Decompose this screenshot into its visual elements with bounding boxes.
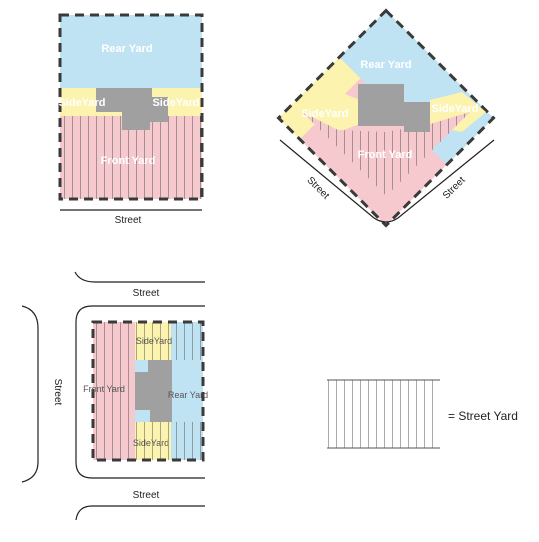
d2-street-line [279, 139, 495, 223]
diagram-3: Street Street Street Front Yard SideYard… [21, 271, 208, 521]
d2-house [358, 84, 430, 132]
d3-side-bottom-label: SideYard [133, 438, 169, 448]
legend-label: = Street Yard [448, 409, 518, 423]
d3-rear-top-hatch [171, 322, 203, 360]
d2-lot-boundary [276, 8, 496, 228]
d3-front-label: Front Yard [83, 384, 125, 394]
d3-rear-label: Rear Yard [168, 390, 208, 400]
d3-street-bottom-label: Street [133, 490, 160, 501]
d3-street-top-line [74, 271, 205, 283]
d3-street-inner-line [75, 305, 205, 479]
d3-lot-boundary [91, 320, 205, 462]
d3-rear-bottom-hatch [171, 422, 203, 460]
d3-street-bottom-line [75, 505, 205, 521]
d2-side-left-label: SideYard [301, 108, 348, 120]
d3-street-top-label: Street [133, 288, 160, 299]
d1-house [96, 88, 168, 130]
d3-street-left-line [21, 305, 39, 483]
d1-lot-boundary [58, 13, 204, 201]
d1-side-left-label: SideYard [58, 97, 105, 109]
d2-front-hatch [302, 112, 470, 196]
d3-house [135, 360, 172, 422]
d2-front-label: Front Yard [358, 149, 413, 161]
diagram-2: Rear Yard SideYard SideYard Front Yard S… [276, 8, 496, 228]
d2-rear-label: Rear Yard [360, 59, 411, 71]
d3-side-top-hatch [135, 322, 171, 360]
d3-street-left-label: Street [52, 379, 63, 406]
d2-side-right-label: SideYard [431, 103, 478, 115]
d1-front-label: Front Yard [101, 155, 156, 167]
d1-side-right-label: SideYard [152, 97, 199, 109]
d3-front-hatch [93, 322, 135, 460]
d1-rear-yard [60, 15, 202, 88]
d3-side-bottom-hatch [135, 422, 171, 460]
d3-side-top-label: SideYard [136, 336, 172, 346]
legend: = Street Yard [327, 379, 518, 449]
diagram-1: Rear Yard SideYard SideYard Front Yard S… [58, 13, 204, 226]
legend-swatch-hatch [327, 380, 440, 448]
d1-street-label: Street [115, 215, 142, 226]
d1-rear-label: Rear Yard [101, 43, 152, 55]
